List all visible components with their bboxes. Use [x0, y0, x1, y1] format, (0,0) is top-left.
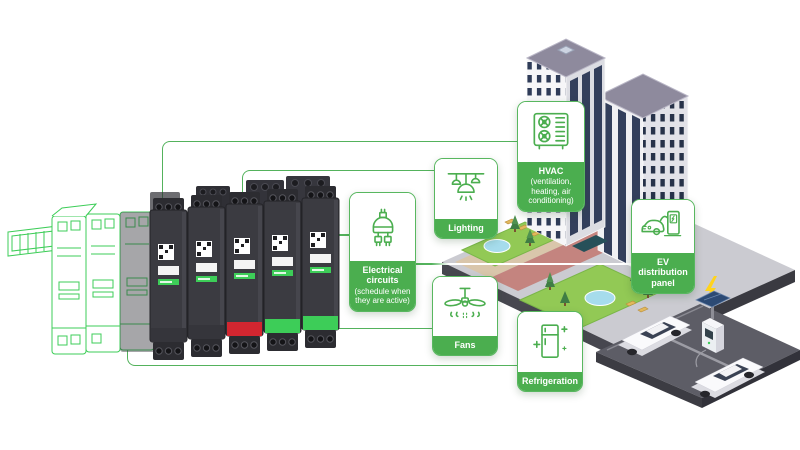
- connector-ev: [414, 263, 631, 265]
- relay-module-green: [301, 186, 340, 348]
- relay-module-green: [263, 189, 302, 351]
- refrigerator-icon: [533, 324, 568, 358]
- ev-charger-icon: [641, 211, 682, 237]
- relay-modules: [149, 186, 340, 360]
- card-ev-distribution-panel: EV distribution panel: [631, 199, 695, 294]
- connector-hvac: [162, 141, 518, 226]
- card-hvac: HVAC (ventilation, heating, air conditio…: [517, 101, 585, 212]
- card-label: HVAC: [538, 165, 564, 176]
- card-electrical-circuits: Electrical circuits (schedule when they …: [349, 192, 416, 312]
- din-rail: [7, 225, 59, 257]
- ev-charger-station: [695, 276, 731, 368]
- card-lighting: Lighting: [434, 158, 498, 239]
- card-label: Refrigeration: [521, 375, 578, 386]
- car: [618, 315, 692, 356]
- plug-circuit-icon: [372, 208, 393, 247]
- pendant-lights-icon: [447, 172, 485, 201]
- card-label: Electrical circuits: [362, 265, 403, 286]
- wireframe-modules: [51, 203, 155, 355]
- card-fans: Fans: [432, 276, 498, 356]
- card-refrigeration: Refrigeration: [517, 311, 583, 392]
- relay-module-red: [225, 192, 264, 354]
- card-label: EV distribution panel: [638, 256, 688, 288]
- card-sublabel: (ventilation, heating, air conditioning): [528, 177, 574, 206]
- card-sublabel: (schedule when they are active): [354, 286, 411, 306]
- parking-illustration: [596, 276, 800, 408]
- hvac-unit-icon: [533, 112, 569, 150]
- connector-lighting: [242, 170, 435, 206]
- card-label: Lighting: [448, 222, 484, 233]
- ceiling-fan-icon: [444, 287, 486, 319]
- relay-modules-illustration: [7, 176, 340, 360]
- car: [691, 357, 765, 398]
- card-label: Fans: [454, 339, 476, 350]
